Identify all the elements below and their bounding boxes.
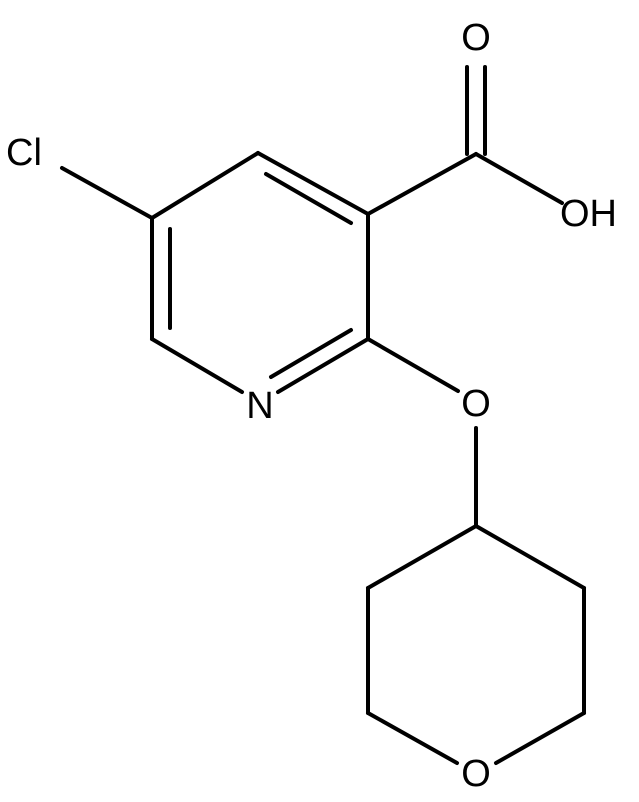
bond-c-oh bbox=[474, 152, 564, 205]
atom-label-o-ether: O bbox=[461, 383, 491, 425]
bond-c2-n-inner bbox=[269, 328, 353, 379]
bond-c5-c4 bbox=[150, 151, 260, 220]
bond-c4-c3-inner bbox=[264, 172, 353, 225]
bonds bbox=[60, 65, 586, 765]
bond-thp-c5-c4 bbox=[366, 524, 478, 590]
atom-label-o-carbonyl: O bbox=[461, 17, 491, 59]
bond-c2-oether bbox=[366, 337, 460, 393]
bond-c2-n bbox=[276, 337, 370, 394]
bond-thp-c2-o bbox=[494, 711, 586, 765]
bond-thp-o-c6 bbox=[366, 711, 459, 765]
atom-label-o-ring: O bbox=[461, 753, 491, 795]
bond-n-c6 bbox=[150, 337, 244, 394]
atom-labels: Cl O OH N O O bbox=[6, 17, 617, 795]
atom-label-oh: OH bbox=[560, 193, 617, 235]
atom-label-cl: Cl bbox=[6, 132, 42, 174]
bond-c4-c3 bbox=[256, 151, 370, 216]
bond-c3-ccarboxyl bbox=[366, 152, 478, 216]
atom-label-n: N bbox=[246, 385, 273, 427]
bond-cl-c5 bbox=[60, 166, 154, 220]
bond-thp-c4-c3 bbox=[474, 524, 586, 590]
